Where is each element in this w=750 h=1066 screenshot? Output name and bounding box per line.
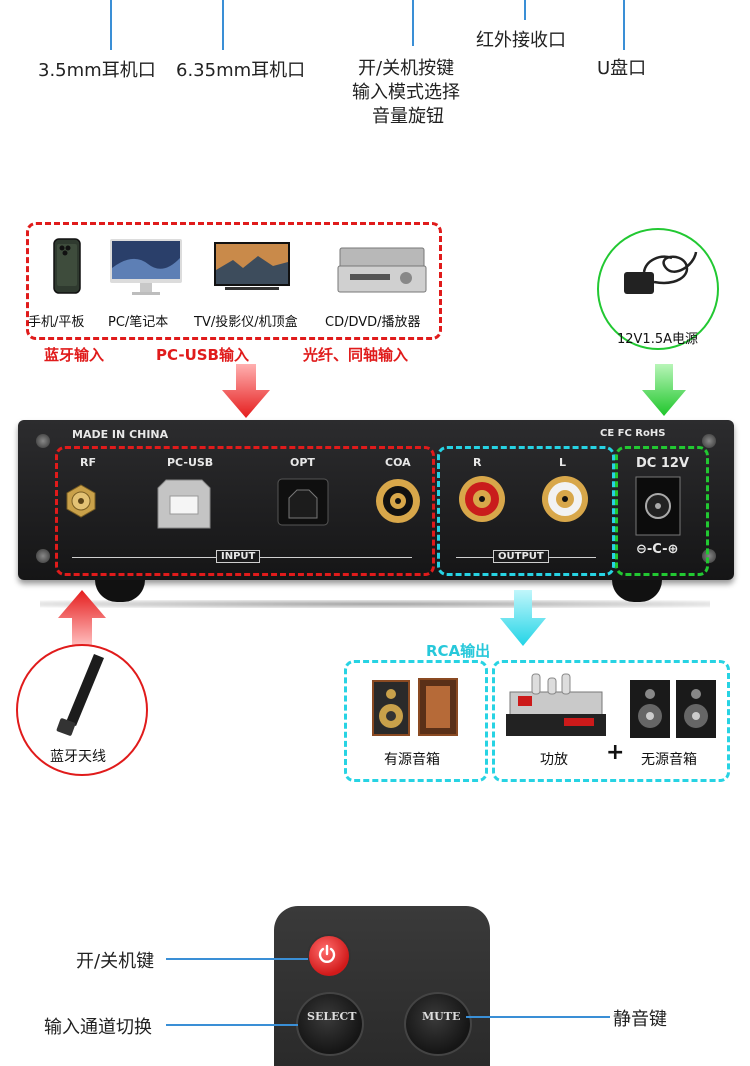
port-label-opt: OPT [290, 456, 315, 469]
rca-left-port-icon[interactable] [540, 474, 590, 524]
passive-speakers-icon [628, 678, 718, 740]
power-icon [317, 944, 337, 964]
antenna-circle [16, 644, 148, 776]
callout-line-input-switch [166, 1024, 298, 1026]
power-adapter-circle [597, 228, 719, 350]
headphone-35-label: 3.5mm耳机口 [38, 60, 156, 81]
volume-knob-label: 音量旋钮 [372, 106, 444, 127]
output-group-box [437, 446, 615, 576]
amplifier-label: 功放 [540, 752, 568, 768]
callout-line-power [412, 0, 414, 46]
usb-drive-label: U盘口 [597, 58, 647, 79]
port-label-l: L [559, 456, 567, 469]
port-label-coa: COA [385, 456, 411, 469]
rf-connector-icon[interactable] [64, 484, 98, 518]
power-button-label: 开/关机按键 [358, 58, 455, 79]
arrow-up-red-icon [58, 590, 106, 646]
active-speakers-label: 有源音箱 [384, 752, 440, 768]
passive-speakers-label: 无源音箱 [641, 752, 697, 768]
mute-button-label: MUTE [422, 1010, 461, 1023]
input-type-optical-coax: 光纤、同轴输入 [303, 346, 409, 364]
dc-group-box [615, 446, 709, 576]
port-label-r: R [473, 456, 482, 469]
amp-passive-box [492, 660, 730, 782]
rca-right-port-icon[interactable] [457, 474, 507, 524]
arrow-down-red-icon [222, 364, 270, 418]
input-group-box [55, 446, 435, 576]
callout-line-mute-key [466, 1016, 610, 1018]
coax-port-icon[interactable] [374, 477, 422, 525]
source-devices-box [26, 222, 442, 340]
mute-key-label: 静音键 [613, 1009, 667, 1030]
headphone-635-label: 6.35mm耳机口 [176, 60, 306, 81]
plus-sign: + [606, 740, 625, 765]
callout-line-35 [110, 0, 112, 50]
screw-bl [36, 549, 50, 563]
active-speakers-icon [370, 676, 460, 738]
arrow-down-cyan-icon [500, 590, 546, 646]
remote-power-button[interactable] [307, 934, 351, 978]
callout-line-power-key [166, 958, 308, 960]
made-in-label: MADE IN CHINA [72, 428, 169, 441]
power-adapter-icon [616, 246, 700, 306]
callout-line-usb [623, 0, 625, 50]
callout-line-ir [524, 0, 526, 20]
input-mode-label: 输入模式选择 [352, 82, 460, 103]
arrow-down-green-icon [642, 364, 686, 416]
rca-output-title: RCA输出 [426, 642, 491, 660]
port-label-rf: RF [80, 456, 96, 469]
input-type-bluetooth: 蓝牙输入 [44, 346, 105, 364]
optical-port-icon[interactable] [277, 478, 329, 526]
output-group-label: OUTPUT [493, 550, 549, 563]
remote-select-button[interactable] [296, 992, 364, 1056]
device-label-pc: PC/笔记本 [108, 315, 169, 330]
smartphone-icon [53, 238, 81, 294]
antenna-label: 蓝牙天线 [50, 749, 106, 765]
power-adapter-label: 12V1.5A电源 [617, 332, 699, 347]
remote-mute-button[interactable] [404, 992, 472, 1056]
input-switch-label: 输入通道切换 [44, 1017, 152, 1038]
certs-label: CE FC RoHS [600, 428, 666, 439]
dc-jack-icon[interactable] [635, 476, 681, 536]
active-speakers-box [344, 660, 488, 782]
device-foot-left [95, 580, 145, 602]
screw-tl [36, 434, 50, 448]
power-key-label: 开/关机键 [76, 951, 155, 972]
input-group-label: INPUT [216, 550, 261, 563]
device-label-cd: CD/DVD/播放器 [325, 315, 421, 330]
port-label-dc: DC 12V [636, 456, 690, 471]
device-label-tv: TV/投影仪/机顶盒 [194, 315, 298, 330]
device-foot-right [612, 580, 662, 602]
cd-player-icon [336, 242, 428, 296]
antenna-icon [50, 650, 110, 740]
callout-line-635 [222, 0, 224, 50]
device-shadow [40, 600, 710, 608]
usb-b-port-icon[interactable] [156, 478, 212, 530]
device-label-phone: 手机/平板 [28, 315, 85, 330]
port-label-pcusb: PC-USB [167, 456, 214, 469]
screw-br [702, 549, 716, 563]
television-icon [213, 240, 291, 296]
input-type-pc-usb: PC-USB输入 [156, 346, 249, 364]
select-button-label: SELECT [307, 1010, 357, 1023]
ir-receiver-label: 红外接收口 [476, 30, 566, 51]
polarity-symbol: ⊖-C-⊕ [636, 542, 679, 557]
desktop-computer-icon [108, 238, 184, 298]
screw-tr [702, 434, 716, 448]
amplifier-icon [504, 668, 608, 742]
